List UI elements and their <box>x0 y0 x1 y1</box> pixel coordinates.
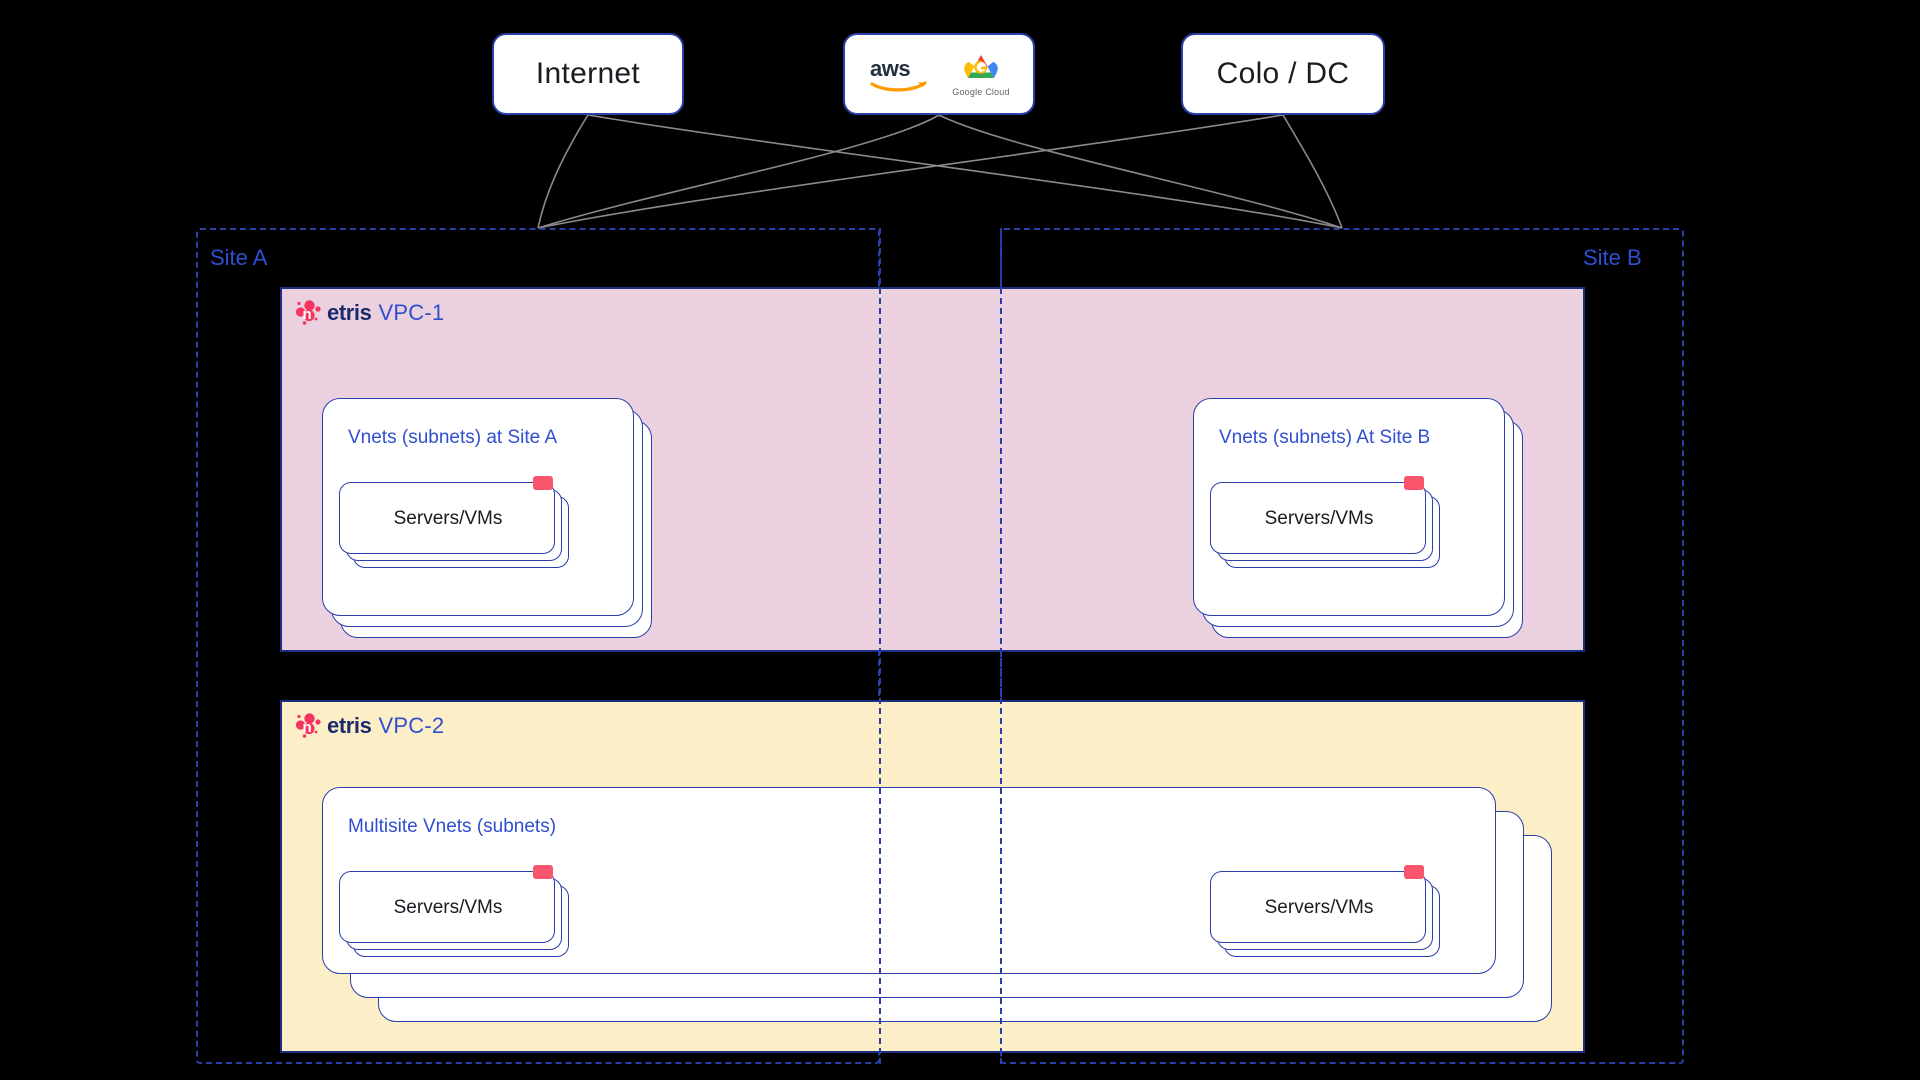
link-cloud-site-b <box>938 114 1343 229</box>
link-colo-site-b <box>1282 114 1343 229</box>
vpc-1-name: VPC-1 <box>378 300 445 325</box>
vnet-stack-site-b: Vnets (subnets) At Site B Servers/VMs <box>1193 398 1523 638</box>
vnet-title: Vnets (subnets) At Site B <box>1219 427 1431 448</box>
vnet-card-multisite[interactable]: Multisite Vnets (subnets) Servers/VMs Se… <box>322 787 1496 974</box>
servers-stack-right: Servers/VMs <box>1210 865 1445 966</box>
servers-label: Servers/VMs <box>1264 508 1374 529</box>
external-node-colo-dc[interactable]: Colo / DC <box>1181 33 1385 115</box>
status-badge <box>533 865 553 879</box>
link-colo-site-a <box>537 114 1284 229</box>
svg-text:aws: aws <box>870 56 910 81</box>
netris-wordmark: etris <box>327 713 372 738</box>
vnet-card-site-b[interactable]: Vnets (subnets) At Site B Servers/VMs <box>1193 398 1505 616</box>
vnet-stack-site-a: Vnets (subnets) at Site A Servers/VMs <box>322 398 652 638</box>
servers-card[interactable]: Servers/VMs <box>339 871 555 943</box>
servers-card[interactable]: Servers/VMs <box>1210 871 1426 943</box>
status-badge <box>533 476 553 490</box>
vnet-card-site-a[interactable]: Vnets (subnets) at Site A Servers/VMs <box>322 398 634 616</box>
google-cloud-logo: Google Cloud <box>952 51 1010 97</box>
status-badge <box>1404 865 1424 879</box>
external-node-cloud[interactable]: aws Google Cloud <box>843 33 1035 115</box>
vpc-1-header: n etris VPC-1 <box>296 299 444 327</box>
link-internet-site-b <box>587 114 1343 229</box>
link-cloud-site-a <box>537 114 940 229</box>
vnet-stack-multisite: Multisite Vnets (subnets) Servers/VMs Se… <box>322 787 1552 1042</box>
status-badge <box>1404 476 1424 490</box>
servers-card[interactable]: Servers/VMs <box>339 482 555 554</box>
servers-card[interactable]: Servers/VMs <box>1210 482 1426 554</box>
aws-logo: aws <box>868 54 930 94</box>
external-node-internet[interactable]: Internet <box>492 33 684 115</box>
netris-logo-icon: n <box>296 713 321 738</box>
netris-logo-icon: n <box>296 300 321 325</box>
vnet-title: Vnets (subnets) at Site A <box>348 427 558 448</box>
servers-stack: Servers/VMs <box>339 476 574 577</box>
vpc-2-panel: n etris VPC-2 Multisite Vnets (subnets) … <box>280 700 1585 1053</box>
external-node-label: Colo / DC <box>1216 57 1350 90</box>
servers-stack: Servers/VMs <box>1210 476 1445 577</box>
site-b-divider <box>1000 228 1002 1064</box>
external-node-label: Internet <box>535 57 641 90</box>
vpc-2-header: n etris VPC-2 <box>296 712 444 740</box>
google-cloud-caption: Google Cloud <box>952 87 1010 97</box>
servers-stack-left: Servers/VMs <box>339 865 574 966</box>
site-a-label: Site A <box>210 245 268 270</box>
link-internet-site-a <box>537 114 589 229</box>
netris-wordmark: etris <box>327 300 372 325</box>
servers-label: Servers/VMs <box>393 897 503 918</box>
svg-text:n: n <box>303 719 312 736</box>
site-b-label: Site B <box>1583 245 1642 270</box>
vpc-1-panel: n etris VPC-1 Vnets (subnets) at Site A … <box>280 287 1585 652</box>
svg-text:n: n <box>303 306 312 323</box>
vnet-title: Multisite Vnets (subnets) <box>348 816 557 837</box>
servers-label: Servers/VMs <box>1264 897 1374 918</box>
vpc-2-name: VPC-2 <box>378 713 445 738</box>
servers-label: Servers/VMs <box>393 508 503 529</box>
site-a-divider <box>879 228 881 1064</box>
